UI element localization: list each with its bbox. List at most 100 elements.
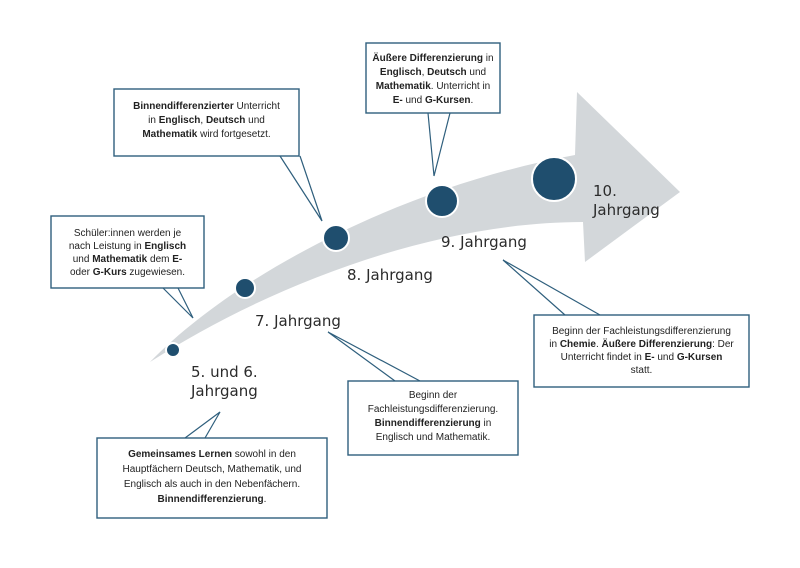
callout-line: oder G-Kurs zugewiesen. [70, 267, 185, 278]
milestone-dot-7 [234, 277, 256, 299]
pointer-binnen-fortgesetzt [279, 155, 323, 222]
callout-segment: Unterricht findet in [561, 352, 645, 363]
callout-bold-segment: G-Kursen [425, 95, 471, 106]
callout-segment: in [549, 339, 560, 350]
milestone-dot-9 [425, 184, 459, 218]
callout-aeussere-8-box [365, 42, 501, 114]
callout-segment: . [471, 95, 474, 106]
callout-segment: : Der [712, 339, 734, 350]
callout-line: Unterricht findet in E- und G-Kursen [561, 352, 723, 363]
callout-bold-segment: Äußere Differenzierung [372, 51, 483, 64]
callout-bold-segment: Binnendifferenzierung [375, 418, 481, 429]
callout-kurs-zuweisung-box [50, 215, 205, 289]
callout-segment: Beginn der Fachleistungsdifferenzierung [552, 326, 731, 337]
callout-segment: Englisch und Mathematik. [376, 432, 491, 443]
callout-segment: , [200, 115, 206, 126]
callout-line: Binnendifferenzierter Unterricht [133, 101, 280, 112]
callout-segment: zugewiesen. [127, 267, 185, 278]
stage-label-line: 7. Jahrgang [255, 312, 341, 330]
callout-line: Binnendifferenzierung. [158, 494, 267, 505]
callout-bold-segment: Gemeinsames Lernen [128, 449, 232, 460]
callout-segment: in [481, 418, 492, 429]
pointer-fachleistung-7 [327, 331, 421, 382]
callout-segment: Unterricht [234, 101, 280, 112]
callout-segment: und [245, 115, 264, 126]
callout-line: Binnendifferenzierung in [375, 418, 492, 429]
callout-bold-segment: Englisch [144, 241, 186, 252]
callout-kurs-zuweisung-text: Schüler:innen werden je nach Leistung in … [69, 228, 186, 278]
callout-line: Beginn der Fachleistungsdifferenzierung [552, 326, 731, 337]
callout-line: Englisch als auch in den Nebenfächern. [124, 479, 300, 490]
milestone-dot-10 [531, 156, 577, 202]
callout-segment: Schüler:innen werden je [74, 228, 182, 239]
stage-label-5-6: 5. und 6.Jahrgang [190, 363, 258, 400]
stage-label-line: 8. Jahrgang [347, 266, 433, 284]
callout-segment: Hauptfächern Deutsch, Mathematik, und [123, 464, 302, 475]
callout-line: Mathematik. Unterricht in [376, 81, 490, 92]
stage-label-7: 7. Jahrgang [255, 312, 341, 330]
callout-line: Fachleistungsdifferenzierung. [368, 404, 498, 415]
callout-segment: nach Leistung in [69, 241, 145, 252]
callout-line: Englisch und Mathematik. [376, 432, 491, 443]
stage-label-9: 9. Jahrgang [441, 233, 527, 251]
stage-label-line: Jahrgang [190, 382, 258, 400]
callout-line: statt. [631, 365, 653, 376]
callout-bold-segment: E- [645, 352, 655, 363]
callout-binnen-fortgesetzt-box [113, 88, 300, 157]
stage-label-line: 5. und 6. [191, 363, 258, 381]
milestone-dots [165, 156, 577, 358]
callout-bold-segment: Englisch [380, 67, 422, 78]
callout-binnen-fortgesetzt-text: Binnendifferenzierter Unterricht in Engli… [133, 101, 280, 140]
stage-label-8: 8. Jahrgang [347, 266, 433, 284]
callout-bold-segment: E- [172, 254, 182, 265]
callout-segment: . [596, 339, 602, 350]
callout-line: Hauptfächern Deutsch, Mathematik, und [123, 464, 302, 475]
callout-segment: und [403, 95, 425, 106]
callout-line: in Chemie. Äußere Differenzierung: Der [549, 337, 734, 350]
pointer-chemie-9 [502, 259, 601, 316]
pointer-gemeinsam [184, 411, 221, 439]
callout-segment: Beginn der [409, 390, 458, 401]
callout-line: und Mathematik dem E- [73, 254, 183, 265]
callout-segment: und [655, 352, 677, 363]
milestone-dot-8 [322, 224, 350, 252]
pointer-kurs-zuweisung [162, 287, 194, 319]
callout-segment: in [483, 53, 494, 64]
callout-fachleistung-7-box [347, 380, 519, 456]
callout-bold-segment: Mathematik [142, 129, 197, 140]
callout-boxes [50, 42, 750, 519]
callout-gemeinsam-box [96, 437, 328, 519]
callout-bold-segment: Binnendifferenzierter [133, 101, 234, 112]
stage-label-line: 10. [593, 182, 617, 200]
callout-bold-segment: Mathematik [376, 81, 431, 92]
callout-segment: Fachleistungsdifferenzierung. [368, 404, 498, 415]
callout-line: Äußere Differenzierung in [372, 51, 493, 64]
pointer-aeussere-8 [427, 112, 451, 177]
callout-line: Gemeinsames Lernen sowohl in den [128, 449, 296, 460]
stage-label-10: 10.Jahrgang [592, 182, 660, 219]
stage-label-line: 9. Jahrgang [441, 233, 527, 251]
stage-label-line: Jahrgang [592, 201, 660, 219]
callout-bold-segment: Deutsch [206, 115, 245, 126]
callout-segment: . [264, 494, 267, 505]
callout-segment: , [422, 67, 428, 78]
callout-chemie-9-box [533, 314, 750, 388]
callout-line: nach Leistung in Englisch [69, 241, 186, 252]
callout-line: Beginn der [409, 390, 458, 401]
callout-segment: oder [70, 267, 93, 278]
callout-bold-segment: Mathematik [92, 254, 147, 265]
callout-segment: Englisch als auch in den Nebenfächern. [124, 479, 300, 490]
callout-segment: . Unterricht in [431, 81, 490, 92]
callout-segment: und [73, 254, 92, 265]
callout-bold-segment: G-Kursen [677, 352, 723, 363]
callout-segment: und [467, 67, 486, 78]
callout-line: E- und G-Kursen. [393, 95, 474, 106]
timeline-arrow [150, 92, 680, 362]
callout-bold-segment: Binnendifferenzierung [158, 494, 264, 505]
callout-line: in Englisch, Deutsch und [148, 115, 265, 126]
